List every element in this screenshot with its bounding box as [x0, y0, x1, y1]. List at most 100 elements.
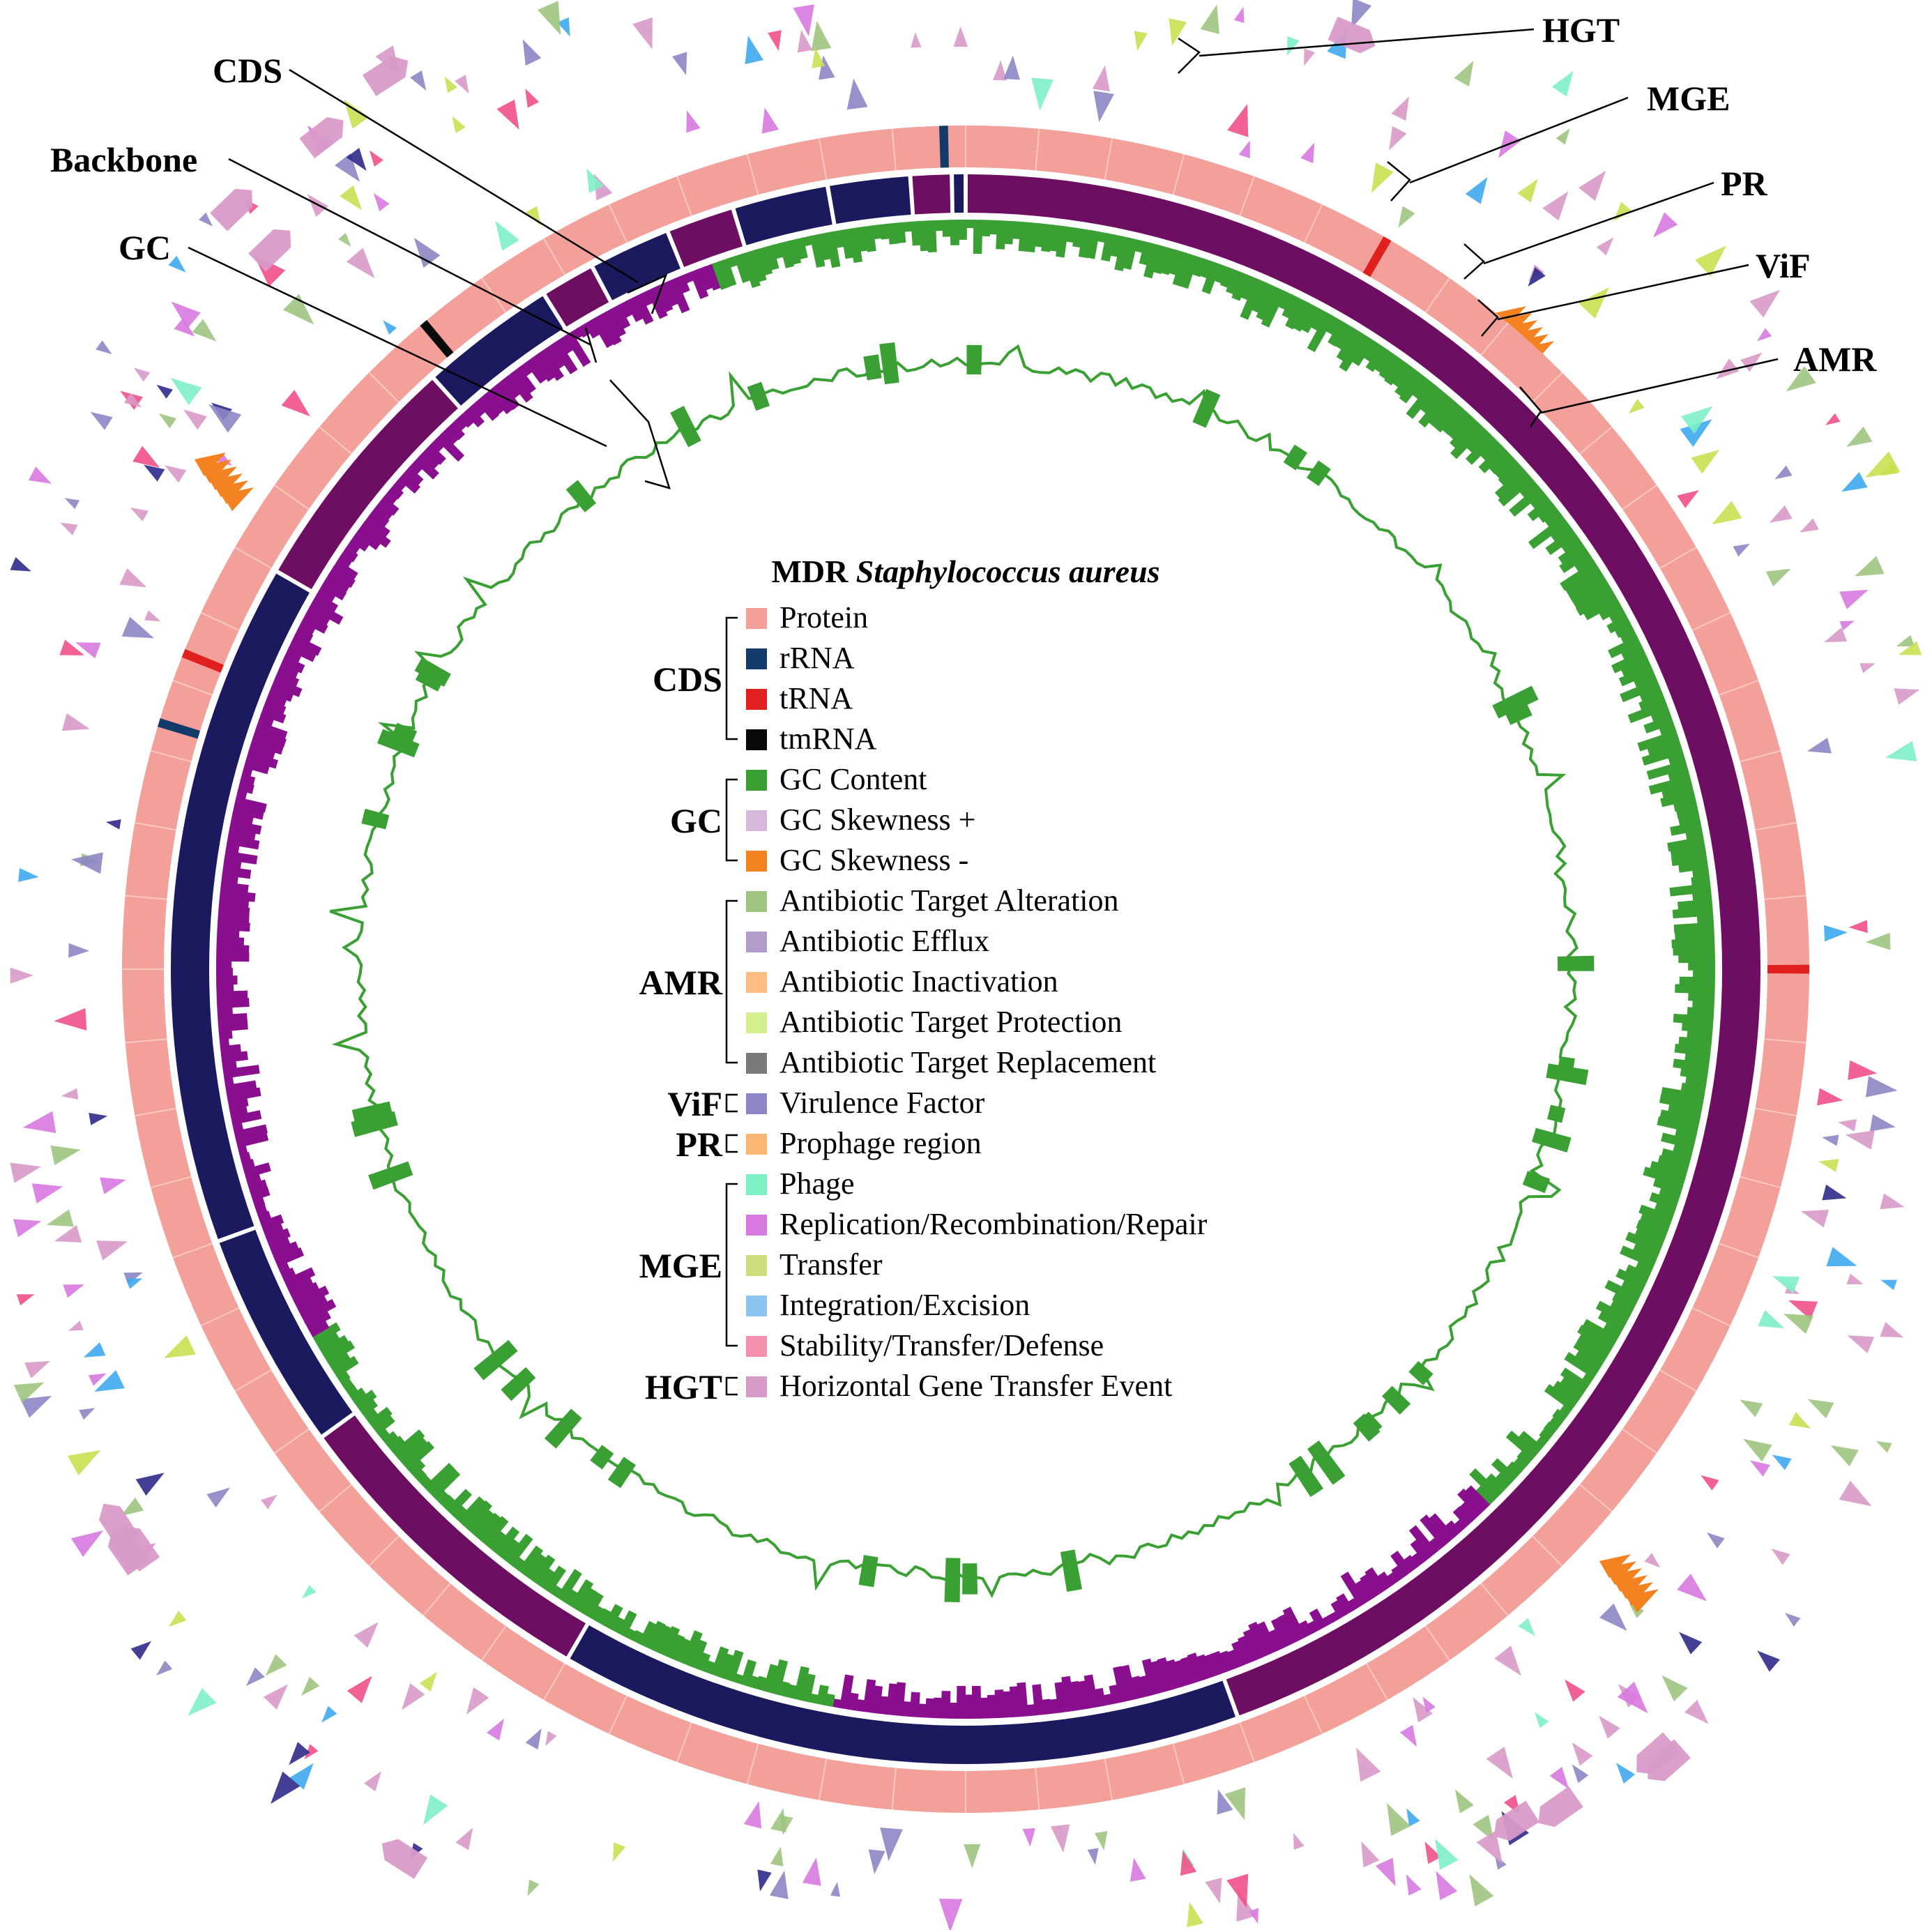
- feature-arrow: [455, 75, 469, 94]
- legend-swatch: [746, 851, 767, 872]
- gc-skew-bar: [1003, 220, 1014, 245]
- gc-skew-bar: [1667, 767, 1690, 782]
- feature-arrow: [61, 713, 90, 731]
- gc-skew-bar: [1659, 722, 1677, 736]
- gc-skew-bar: [1671, 851, 1707, 867]
- gc-skew-bar: [235, 1132, 269, 1148]
- gc-skew-bar: [1552, 1381, 1581, 1405]
- label-mge: MGE: [1647, 79, 1730, 118]
- gc-skew-bar: [1560, 535, 1582, 554]
- feature-arrow: [158, 413, 177, 429]
- gc-skew-bar: [1300, 305, 1321, 333]
- gc-skew-bar: [1009, 1686, 1021, 1717]
- gc-skew-bar: [1139, 241, 1154, 266]
- feature-arrow: [1866, 1076, 1898, 1097]
- gc-skew-bar: [271, 677, 303, 697]
- gc-skew-bar: [1494, 1472, 1512, 1489]
- gc-skew-bar: [1650, 1160, 1688, 1180]
- gc-skew-bar: [1604, 1279, 1641, 1304]
- feature-arrow: [1826, 1247, 1857, 1267]
- protein-tick: [608, 204, 627, 243]
- feature-arrow: [770, 1846, 784, 1867]
- gc-skew-bar: [308, 1320, 330, 1337]
- feature-arrow: [64, 498, 80, 510]
- feature-arrow: [1841, 472, 1868, 492]
- gc-skew-bar: [230, 1110, 262, 1125]
- gc-skew-bar: [344, 1383, 358, 1397]
- gc-skew-bar: [506, 371, 533, 403]
- gc-skew-bar: [1219, 1650, 1235, 1673]
- gc-content-peak: [1522, 1171, 1551, 1194]
- feature-arrow: [265, 1654, 287, 1676]
- gc-skew-bar: [337, 553, 353, 568]
- gc-skew-bar: [1560, 1367, 1590, 1392]
- gc-skew-bar: [1560, 561, 1599, 591]
- gc-skew-bar: [1101, 233, 1116, 262]
- gc-skew-bar: [1612, 1292, 1637, 1311]
- gc-skew-bar: [675, 274, 690, 294]
- gc-skew-bar: [1347, 1597, 1361, 1611]
- gc-skew-bar: [1620, 1279, 1644, 1297]
- gc-skew-bar: [1180, 1656, 1198, 1685]
- gc-skew-bar: [1240, 275, 1258, 301]
- label-amr: AMR: [1793, 340, 1877, 379]
- gc-content-peak: [415, 666, 445, 692]
- feature-arrow: [10, 557, 31, 572]
- feature-arrow: [263, 1684, 289, 1710]
- gc-skew-bar: [1658, 1187, 1681, 1202]
- feature-arrow: [164, 1335, 196, 1358]
- feature-arrow: [1824, 627, 1848, 643]
- gc-skew-bar: [1493, 456, 1519, 480]
- gc-skew-bar: [239, 773, 256, 787]
- gc-skew-bar: [1639, 1213, 1671, 1232]
- gc-skew-bar: [918, 220, 929, 252]
- feature-arrow: [537, 1, 561, 36]
- feature-arrow: [1848, 1060, 1878, 1080]
- gc-skew-bar: [569, 1579, 594, 1611]
- gc-skew-bar: [226, 1087, 261, 1102]
- gc-content-peak: [1547, 1104, 1566, 1123]
- gc-skew-bar: [1639, 685, 1664, 703]
- protein-tick: [1719, 1243, 1759, 1259]
- gc-skew-bar: [563, 331, 591, 367]
- legend-swatch: [746, 932, 767, 952]
- feature-arrow: [768, 30, 782, 52]
- gc-skew-bar: [446, 422, 465, 441]
- gc-skew-bar: [434, 1489, 450, 1505]
- gc-skew-track: [216, 220, 1715, 1719]
- feature-arrow: [10, 1162, 42, 1183]
- gc-skew-bar: [217, 1006, 234, 1017]
- feature-arrow: [525, 88, 540, 108]
- gc-skew-bar: [1351, 336, 1376, 367]
- feature-arrow: [466, 1687, 489, 1715]
- backbone-segment: [735, 186, 832, 245]
- feature-arrow: [1169, 18, 1187, 46]
- gc-skew-bar: [463, 1500, 493, 1532]
- feature-arrow: [100, 1177, 126, 1194]
- feature-arrow: [156, 1660, 173, 1676]
- gc-skew-bar: [1418, 391, 1451, 428]
- feature-arrow: [31, 1183, 63, 1203]
- gc-skew-bar: [222, 1060, 237, 1071]
- protein-tick: [1172, 1743, 1185, 1785]
- feature-arrow: [188, 1687, 217, 1717]
- feature-arrow: [1498, 130, 1521, 158]
- gc-skew-bar: [1441, 406, 1468, 436]
- gc-skew-bar: [1242, 1629, 1263, 1661]
- gc-skew-bar: [971, 1685, 982, 1719]
- feature-arrow: [586, 168, 604, 193]
- gc-skew-bar: [652, 1625, 673, 1655]
- gc-skew-bar: [1636, 1219, 1668, 1239]
- gc-skew-bar: [1168, 249, 1184, 276]
- feature-arrow: [802, 1857, 821, 1886]
- gc-skew-bar: [1602, 1321, 1623, 1339]
- backbone-segment: [278, 379, 458, 590]
- protein-tick: [1304, 204, 1323, 243]
- gc-skew-bar: [1512, 1457, 1528, 1472]
- gc-skew-bar: [341, 547, 358, 563]
- gc-skew-bar: [216, 928, 240, 939]
- protein-tick: [1304, 1695, 1323, 1735]
- protein-tick: [481, 1625, 507, 1661]
- gc-skew-bar: [1506, 1461, 1523, 1478]
- gc-skew-bar: [817, 232, 832, 261]
